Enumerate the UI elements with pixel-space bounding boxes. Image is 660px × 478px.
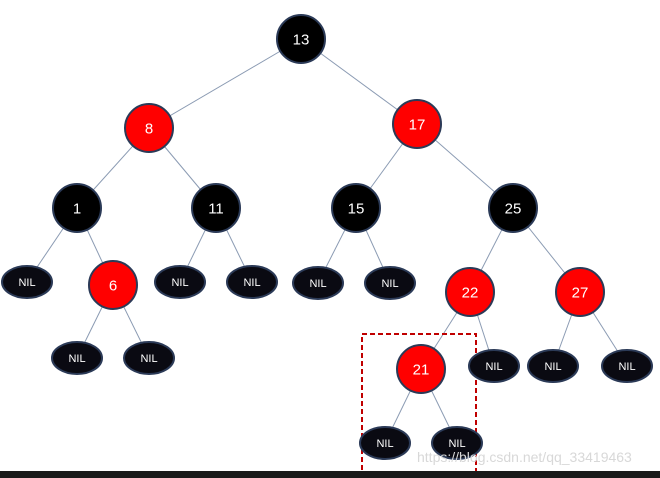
tree-node-n11: 11 xyxy=(191,183,241,233)
node-label: 6 xyxy=(109,278,117,295)
tree-node-n21: 21 xyxy=(396,344,446,394)
node-circle xyxy=(331,183,381,233)
node-label: NIL xyxy=(68,353,85,365)
tree-node-n25: 25 xyxy=(488,183,538,233)
nil-shape xyxy=(51,341,103,375)
node-circle xyxy=(488,183,538,233)
nil-node-nil-22b: NIL xyxy=(468,349,520,383)
node-label: 11 xyxy=(208,201,224,218)
node-label: 13 xyxy=(293,32,310,49)
node-circle xyxy=(52,183,102,233)
node-circle xyxy=(276,14,326,64)
bottom-edge-bar xyxy=(0,471,660,478)
nil-node-nil-27a: NIL xyxy=(527,349,579,383)
tree-node-n15: 15 xyxy=(331,183,381,233)
node-label: 15 xyxy=(348,201,365,218)
node-label: NIL xyxy=(18,277,35,289)
node-circle xyxy=(392,99,442,149)
tree-node-n27: 27 xyxy=(555,267,605,317)
nil-node-nil-21a: NIL xyxy=(359,426,411,460)
node-label: NIL xyxy=(140,353,157,365)
node-label: 21 xyxy=(413,362,430,379)
tree-edges xyxy=(26,38,628,444)
nil-shape xyxy=(1,265,53,299)
node-label: 8 xyxy=(145,121,153,138)
node-label: NIL xyxy=(485,361,502,373)
node-label: 22 xyxy=(462,285,479,302)
node-label: NIL xyxy=(381,278,398,290)
node-label: NIL xyxy=(309,278,326,290)
nil-node-nil-27b: NIL xyxy=(601,349,653,383)
node-circle xyxy=(555,267,605,317)
nil-shape xyxy=(123,341,175,375)
tree-node-n8: 8 xyxy=(124,103,174,153)
node-label: NIL xyxy=(618,361,635,373)
nil-node-nil-11b: NIL xyxy=(226,265,278,299)
node-circle xyxy=(191,183,241,233)
nil-node-nil-11a: NIL xyxy=(154,265,206,299)
nil-shape xyxy=(359,426,411,460)
nil-shape xyxy=(154,265,206,299)
nil-node-nil-1a: NIL xyxy=(1,265,53,299)
nil-node-nil-6b: NIL xyxy=(123,341,175,375)
node-label: NIL xyxy=(448,438,465,450)
watermark-url: https://blog.csdn.net/qq_33419463 xyxy=(417,449,632,465)
node-label: 1 xyxy=(73,201,81,218)
nil-node-nil-15a: NIL xyxy=(292,266,344,300)
tree-edge-n13-n8 xyxy=(148,38,302,129)
nil-node-nil-21b: NIL xyxy=(431,426,483,460)
node-label: 27 xyxy=(572,285,589,302)
node-label: NIL xyxy=(376,438,393,450)
node-circle xyxy=(445,267,495,317)
tree-node-n17: 17 xyxy=(392,99,442,149)
tree-node-n13: 13 xyxy=(276,14,326,64)
node-label: NIL xyxy=(243,277,260,289)
nil-shape xyxy=(226,265,278,299)
nil-shape xyxy=(468,349,520,383)
node-label: 25 xyxy=(505,201,522,218)
tree-node-n22: 22 xyxy=(445,267,495,317)
nil-shape xyxy=(292,266,344,300)
node-circle xyxy=(396,344,446,394)
tree-node-n1: 1 xyxy=(52,183,102,233)
nil-shape xyxy=(527,349,579,383)
node-label: 17 xyxy=(409,117,426,134)
nil-shape xyxy=(431,426,483,460)
nil-shape xyxy=(601,349,653,383)
node-label: NIL xyxy=(544,361,561,373)
node-circle xyxy=(124,103,174,153)
node-label: NIL xyxy=(171,277,188,289)
node-circle xyxy=(88,260,138,310)
tree-node-n6: 6 xyxy=(88,260,138,310)
nil-node-nil-15b: NIL xyxy=(364,266,416,300)
nil-node-nil-6a: NIL xyxy=(51,341,103,375)
nil-shape xyxy=(364,266,416,300)
